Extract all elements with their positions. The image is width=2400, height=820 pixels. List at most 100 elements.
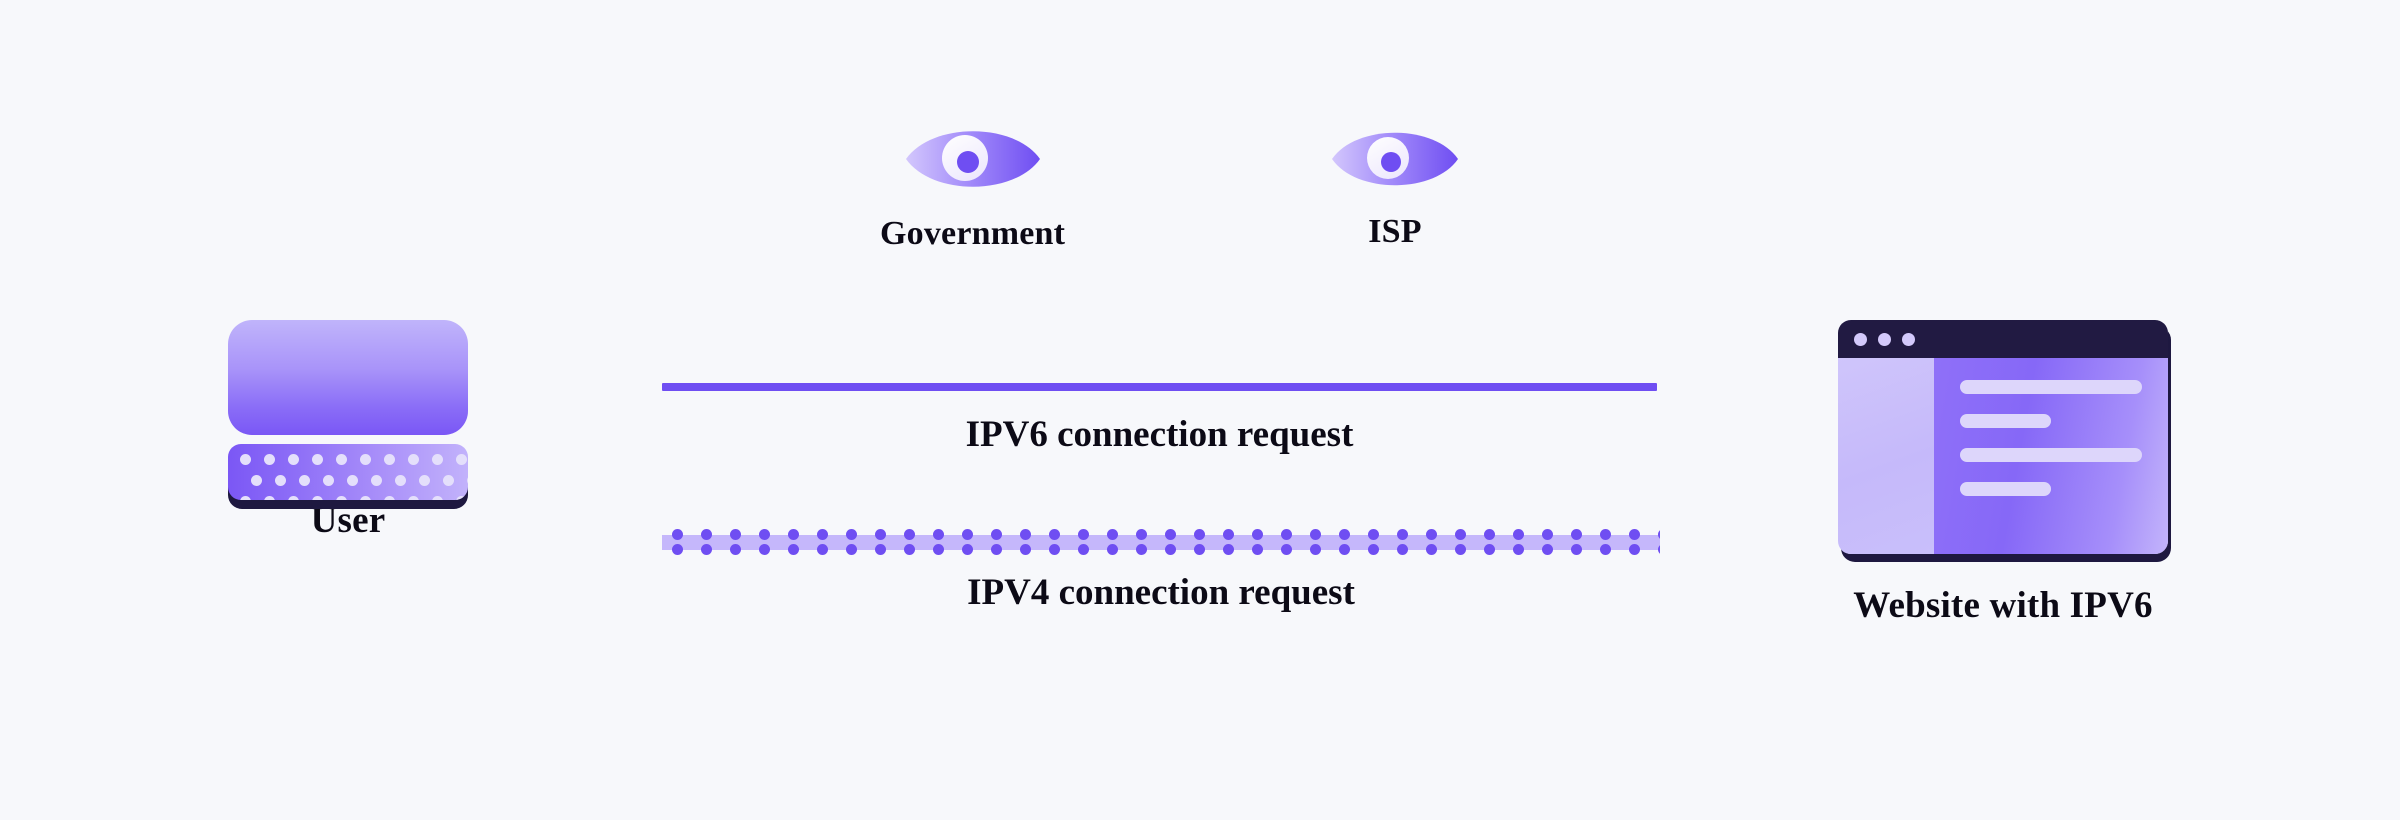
connection-dot — [1078, 529, 1089, 540]
connection-dot — [991, 529, 1002, 540]
connection-dot — [1455, 529, 1466, 540]
connection-dot — [1020, 544, 1031, 555]
connection-dot — [1194, 529, 1205, 540]
connection-dot — [1513, 544, 1524, 555]
connection-dot — [817, 544, 828, 555]
connection-dot — [672, 544, 683, 555]
connection-dot — [817, 529, 828, 540]
browser-sidebar — [1838, 358, 1934, 554]
connection-dot — [1165, 544, 1176, 555]
keyboard-key — [312, 454, 323, 465]
keyboard-key — [360, 454, 371, 465]
watcher-label-isp: ISP — [1368, 213, 1422, 250]
connection-line-ipv4 — [662, 529, 1660, 555]
keyboard-key — [312, 496, 323, 500]
connection-dot — [1194, 544, 1205, 555]
connection-dot — [1542, 544, 1553, 555]
browser-titlebar — [1838, 320, 2168, 358]
connection-dot — [1136, 544, 1147, 555]
connection-dot — [1339, 529, 1350, 540]
connection-dot — [962, 544, 973, 555]
connection-dot — [875, 529, 886, 540]
connection-dot — [1310, 544, 1321, 555]
connection-dot — [1658, 529, 1660, 540]
watcher-government: Government — [880, 128, 1065, 253]
content-placeholder-bar — [1960, 414, 2051, 428]
laptop-icon — [228, 320, 468, 509]
keyboard-key — [240, 496, 251, 500]
connection-dot — [1571, 529, 1582, 540]
connection-dot — [904, 529, 915, 540]
browser-window-icon — [1838, 320, 2171, 562]
connection-dot — [1078, 544, 1089, 555]
connection-dot — [788, 544, 799, 555]
connection-dot — [1629, 529, 1640, 540]
watcher-label-government: Government — [880, 215, 1066, 252]
connection-dot — [1049, 529, 1060, 540]
traffic-light-dot — [1902, 332, 1915, 346]
node-user: User — [228, 320, 468, 542]
keyboard-key — [347, 475, 358, 486]
node-website: Website with IPV6 — [1838, 320, 2171, 627]
connection-dot — [1165, 529, 1176, 540]
connection-dot — [1252, 544, 1263, 555]
connection-ipv6: IPV6 connection request — [662, 383, 1657, 455]
keyboard-key — [275, 475, 286, 486]
keyboard-row — [228, 475, 468, 486]
browser-frame — [1838, 320, 2168, 554]
connection-dot — [846, 529, 857, 540]
connection-dot — [1658, 544, 1660, 555]
keyboard-row — [228, 496, 468, 500]
keyboard-key — [288, 496, 299, 500]
keyboard-key — [240, 454, 251, 465]
connection-dot-row-top — [662, 529, 1660, 541]
connection-dot — [1310, 529, 1321, 540]
connection-label-ipv4: IPV4 connection request — [967, 572, 1355, 613]
keyboard-key — [395, 475, 406, 486]
traffic-light-dot — [1854, 332, 1867, 346]
connection-dot — [1600, 529, 1611, 540]
keyboard-key — [299, 475, 310, 486]
connection-dot — [1368, 529, 1379, 540]
connection-dot — [788, 529, 799, 540]
keyboard-key — [408, 496, 419, 500]
eye-icon-government — [904, 128, 1042, 195]
keyboard-key — [432, 454, 443, 465]
content-placeholder-bar — [1960, 380, 2142, 394]
connection-dot — [1397, 529, 1408, 540]
connection-label-ipv6: IPV6 connection request — [965, 414, 1354, 455]
connection-dot — [759, 544, 770, 555]
connection-dot — [1426, 544, 1437, 555]
connection-dot — [1136, 529, 1147, 540]
connection-dot — [1600, 544, 1611, 555]
keyboard-row — [228, 454, 468, 465]
connection-dot — [1020, 529, 1031, 540]
keyboard-key — [384, 496, 395, 500]
keyboard-key — [443, 475, 454, 486]
connection-dot — [1107, 529, 1118, 540]
content-placeholder-bar — [1960, 448, 2142, 462]
connection-dot — [1223, 529, 1234, 540]
connection-dot — [1484, 529, 1495, 540]
keyboard-key — [323, 475, 334, 486]
connection-dot — [701, 529, 712, 540]
node-label-website: Website with IPV6 — [1853, 585, 2153, 626]
connection-dot — [846, 544, 857, 555]
connection-dot — [1484, 544, 1495, 555]
browser-body — [1838, 358, 2168, 554]
connection-dot — [1107, 544, 1118, 555]
connection-line-ipv6 — [662, 383, 1657, 391]
connection-dot — [1571, 544, 1582, 555]
connection-dot — [730, 544, 741, 555]
keyboard-key — [288, 454, 299, 465]
connection-dot — [904, 544, 915, 555]
connection-dot — [1281, 529, 1292, 540]
traffic-light-dot — [1878, 332, 1891, 346]
eye-icon-isp — [1330, 130, 1460, 193]
connection-dot — [1368, 544, 1379, 555]
keyboard-key — [264, 454, 275, 465]
keyboard-key — [360, 496, 371, 500]
browser-content-area — [1934, 358, 2168, 554]
connection-dot — [672, 529, 683, 540]
